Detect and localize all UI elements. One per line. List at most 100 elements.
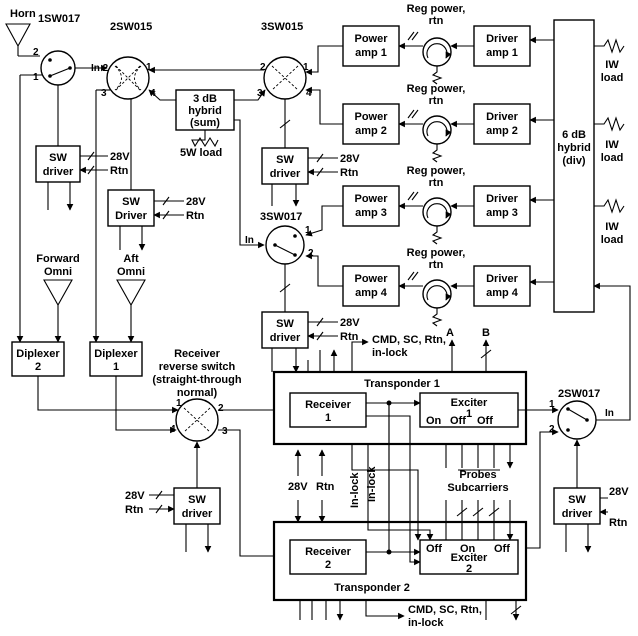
switch-3sw015-port2: 2 bbox=[260, 62, 266, 73]
svg-text:rtn: rtn bbox=[429, 15, 444, 27]
power-slashes bbox=[407, 31, 419, 281]
svg-text:driver: driver bbox=[43, 166, 74, 178]
svg-text:driver: driver bbox=[270, 332, 301, 344]
svg-text:On: On bbox=[426, 415, 442, 427]
circulator-3-icon bbox=[422, 197, 452, 245]
circulator-4-icon bbox=[422, 279, 452, 327]
svg-text:1: 1 bbox=[325, 412, 331, 424]
transponder-1-title: Transponder 1 bbox=[364, 378, 440, 390]
svg-text:Driver: Driver bbox=[486, 33, 519, 45]
svg-text:Probes: Probes bbox=[459, 469, 496, 481]
driver-amp-4: Driver amp 4 bbox=[473, 265, 531, 307]
svg-text:IW: IW bbox=[605, 221, 619, 233]
svg-text:amp 1: amp 1 bbox=[486, 47, 518, 59]
svg-text:Off: Off bbox=[477, 415, 493, 427]
switch-2sw015-port1: 1 bbox=[146, 62, 152, 73]
svg-text:2: 2 bbox=[325, 559, 331, 571]
power-amp-4: Power amp 4 bbox=[342, 265, 400, 307]
pwr-rtn-label: Rtn bbox=[316, 481, 335, 493]
svg-text:Omni: Omni bbox=[117, 266, 145, 278]
switch-3sw015: 3SW015 2 1 3 4 bbox=[257, 21, 312, 100]
svg-text:driver: driver bbox=[562, 508, 593, 520]
horn-label: Horn bbox=[10, 8, 36, 20]
svg-text:amp 4: amp 4 bbox=[355, 287, 388, 299]
svg-text:3: 3 bbox=[222, 426, 228, 437]
circulator-2-icon bbox=[422, 115, 452, 163]
horn-antenna: Horn bbox=[5, 8, 36, 56]
switch-3sw017-port1: 1 bbox=[305, 225, 311, 236]
sw-driver-top-left: SW driver 28V Rtn bbox=[35, 145, 130, 210]
svg-text:Driver: Driver bbox=[486, 273, 519, 285]
svg-text:SW: SW bbox=[188, 494, 206, 506]
reg-power-labels: Reg power, rtn Reg power, rtn Reg power,… bbox=[407, 3, 466, 271]
svg-text:CMD, SC, Rtn,: CMD, SC, Rtn, bbox=[372, 334, 446, 346]
sw-driver-right: SW driver 28V Rtn bbox=[553, 486, 629, 552]
switch-2sw015-port3: 3 bbox=[101, 88, 107, 99]
svg-text:in-lock: in-lock bbox=[408, 617, 444, 629]
switch-1sw017-port2: 2 bbox=[33, 47, 39, 58]
svg-text:Power: Power bbox=[354, 111, 388, 123]
svg-text:amp 2: amp 2 bbox=[355, 125, 387, 137]
svg-text:28V: 28V bbox=[609, 486, 629, 498]
hybrid-sum-line2: hybrid bbox=[188, 105, 222, 117]
svg-text:2: 2 bbox=[549, 424, 555, 435]
svg-text:driver: driver bbox=[270, 168, 301, 180]
hybrid-sum-line1: 3 dB bbox=[193, 93, 217, 105]
hybrid-sum-line3: (sum) bbox=[190, 117, 220, 129]
svg-text:Rtn: Rtn bbox=[110, 165, 129, 177]
svg-text:6 dB: 6 dB bbox=[562, 129, 586, 141]
svg-text:28V: 28V bbox=[340, 153, 360, 165]
svg-text:IW: IW bbox=[605, 59, 619, 71]
switch-1sw017-port1: 1 bbox=[33, 72, 39, 83]
svg-text:Exciter: Exciter bbox=[451, 397, 488, 409]
svg-text:(div): (div) bbox=[562, 155, 586, 167]
svg-text:Reg power,: Reg power, bbox=[407, 247, 466, 259]
pwr-28v-label: 28V bbox=[288, 481, 308, 493]
switch-3sw015-label: 3SW015 bbox=[261, 21, 303, 33]
output-b: B bbox=[482, 327, 490, 339]
svg-text:load: load bbox=[601, 152, 624, 164]
svg-text:rtn: rtn bbox=[429, 259, 444, 271]
switch-2sw015-label: 2SW015 bbox=[110, 21, 152, 33]
switch-2sw015: 2SW015 In 2 1 3 4 bbox=[91, 21, 156, 100]
output-a: A bbox=[446, 327, 454, 339]
svg-text:2: 2 bbox=[218, 403, 224, 414]
svg-text:Rtn: Rtn bbox=[186, 210, 205, 222]
svg-text:Driver: Driver bbox=[486, 111, 519, 123]
iw-load-2: IW load bbox=[594, 116, 625, 164]
svg-text:Forward: Forward bbox=[36, 253, 79, 265]
svg-text:Driver: Driver bbox=[486, 193, 519, 205]
switch-1sw017: 1SW017 2 1 bbox=[33, 13, 80, 86]
cmd-bottom-label: CMD, SC, Rtn, in-lock bbox=[408, 604, 482, 629]
driver-amp-3: Driver amp 3 bbox=[473, 185, 531, 227]
svg-text:rtn: rtn bbox=[429, 95, 444, 107]
svg-text:Off: Off bbox=[450, 415, 466, 427]
svg-text:amp 3: amp 3 bbox=[486, 207, 518, 219]
svg-text:Rtn: Rtn bbox=[340, 167, 359, 179]
svg-text:Off: Off bbox=[426, 543, 442, 555]
transponder-1: Transponder 1 Receiver 1 Exciter 1 On Of… bbox=[272, 370, 528, 446]
aft-omni-antenna: Aft Omni bbox=[116, 253, 146, 343]
svg-text:amp 2: amp 2 bbox=[486, 125, 518, 137]
svg-text:SW: SW bbox=[49, 152, 67, 164]
svg-text:Reg power,: Reg power, bbox=[407, 83, 466, 95]
inlock-2-label: In-lock bbox=[366, 466, 378, 502]
svg-text:driver: driver bbox=[182, 508, 213, 520]
receiver-reverse-switch: Receiver reverse switch (straight-throug… bbox=[152, 348, 242, 442]
svg-text:(straight-through: (straight-through bbox=[152, 374, 241, 386]
svg-text:in-lock: in-lock bbox=[372, 347, 408, 359]
svg-text:CMD, SC, Rtn,: CMD, SC, Rtn, bbox=[408, 604, 482, 616]
svg-text:Exciter: Exciter bbox=[451, 552, 488, 564]
diplexer-1: Diplexer 1 bbox=[89, 341, 143, 377]
svg-text:SW: SW bbox=[276, 318, 294, 330]
svg-text:Receiver: Receiver bbox=[305, 546, 352, 558]
svg-text:amp 4: amp 4 bbox=[486, 287, 519, 299]
svg-text:Diplexer: Diplexer bbox=[94, 348, 138, 360]
sw-driver-mid-left: SW Driver 28V Rtn bbox=[107, 189, 206, 250]
svg-text:28V: 28V bbox=[110, 151, 130, 163]
svg-text:IW: IW bbox=[605, 139, 619, 151]
hybrid-sum-load: 5W load bbox=[180, 147, 222, 159]
svg-text:Aft: Aft bbox=[123, 253, 139, 265]
switch-3sw017-port2: 2 bbox=[308, 248, 314, 259]
svg-text:Reg power,: Reg power, bbox=[407, 3, 466, 15]
